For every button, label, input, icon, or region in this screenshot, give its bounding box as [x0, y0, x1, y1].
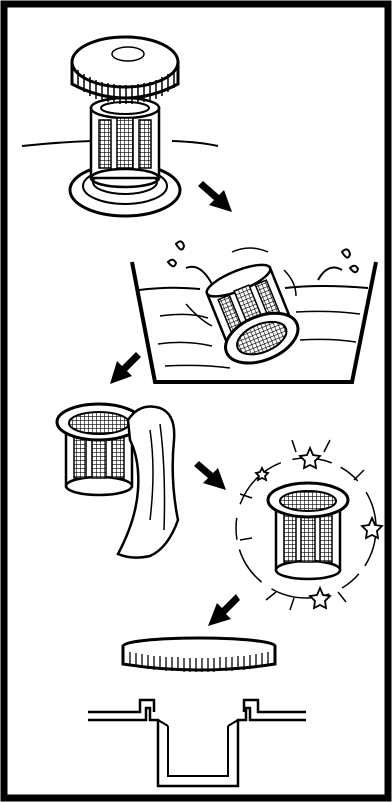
arrow-icon: [198, 181, 232, 212]
motion-lines: [185, 247, 297, 327]
arrow-icon: [110, 352, 141, 384]
filter-basket-icon: [205, 263, 300, 365]
filter-basket-icon: [89, 96, 161, 189]
sparkle-lines: [239, 439, 365, 611]
step-wipe-with-cloth: [55, 402, 180, 559]
splash-drops-icon: [166, 240, 360, 285]
surface-line: [21, 140, 93, 147]
arrow-icon: [208, 594, 240, 626]
cloth-icon: [116, 405, 180, 559]
step-rinse-in-water: [130, 240, 378, 384]
sparkle-star-icon: [254, 445, 384, 610]
surface-line: [171, 140, 219, 147]
arrow-icon: [194, 461, 226, 490]
lid-icon: [70, 35, 180, 104]
step-clean-filter: [235, 439, 384, 611]
step-remove-filter: [21, 35, 219, 218]
filter-basket-icon: [266, 481, 350, 581]
lid-icon: [121, 636, 277, 672]
drain-socket-icon: [88, 698, 306, 788]
step-reinstall-lid: [88, 636, 306, 788]
